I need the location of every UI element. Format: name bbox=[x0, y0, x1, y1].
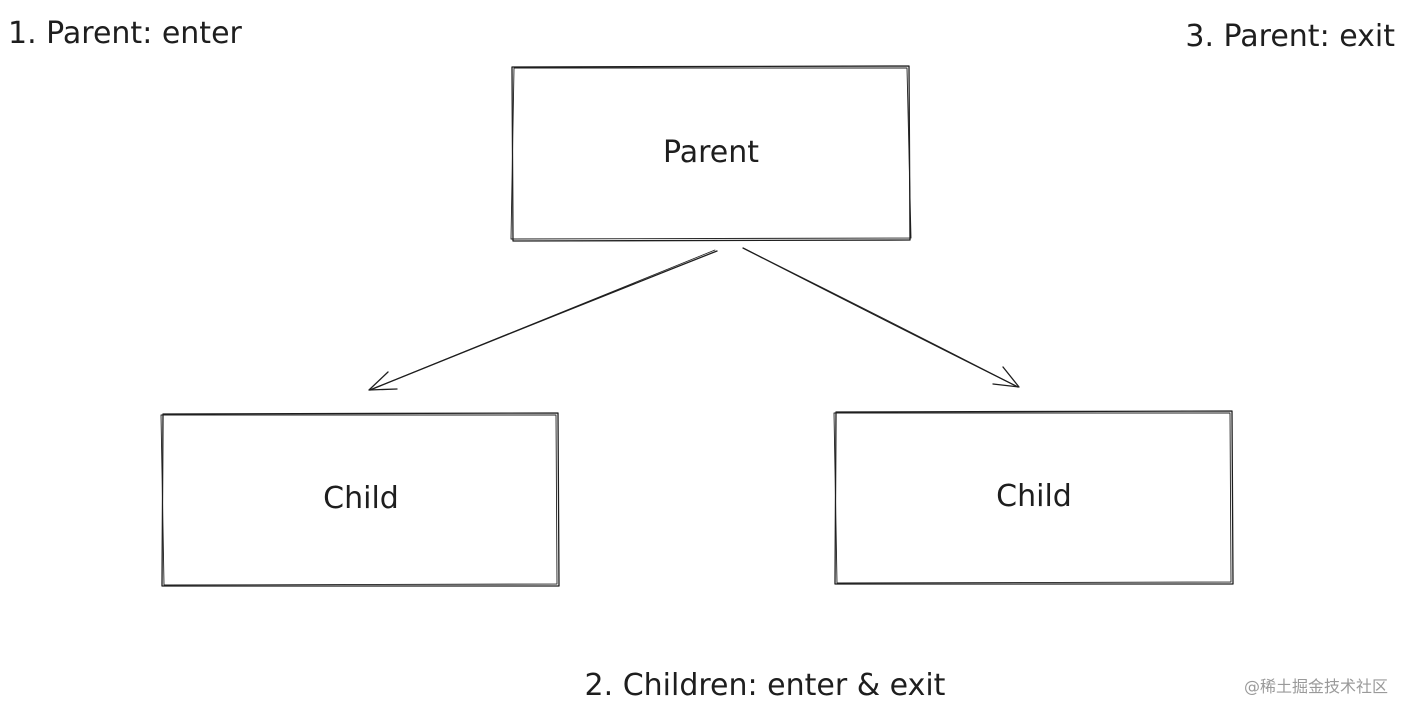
arrow-shaft-left bbox=[369, 250, 718, 391]
child-box-left-sketch-stroke bbox=[160, 414, 558, 586]
child-node-left: Child bbox=[160, 412, 560, 587]
watermark: @稀土掘金技术社区 bbox=[1243, 677, 1388, 696]
child-label-left: Child bbox=[323, 481, 399, 516]
child-box-left bbox=[161, 412, 560, 587]
arrow-head-left bbox=[368, 371, 398, 391]
arrow-head-right bbox=[992, 366, 1020, 388]
arrow-shaft-left-sketch-stroke bbox=[371, 249, 716, 390]
arrow-parent-to-child-right bbox=[742, 247, 1020, 388]
arrow-parent-to-child-left bbox=[368, 249, 718, 391]
child-box-right bbox=[834, 410, 1234, 585]
child-label-right: Child bbox=[996, 479, 1072, 514]
annotation-step-1: 1. Parent: enter bbox=[8, 16, 243, 51]
annotation-step-2: 2. Children: enter & exit bbox=[585, 668, 946, 703]
parent-box bbox=[511, 65, 911, 242]
parent-box-sketch-stroke bbox=[510, 67, 912, 240]
child-box-right-sketch-stroke bbox=[833, 412, 1232, 584]
arrow-shaft-right-sketch-stroke bbox=[744, 248, 1017, 387]
parent-node: Parent bbox=[510, 65, 912, 242]
parent-label: Parent bbox=[663, 135, 759, 170]
child-node-right: Child bbox=[833, 410, 1234, 585]
annotation-step-3: 3. Parent: exit bbox=[1185, 19, 1395, 54]
